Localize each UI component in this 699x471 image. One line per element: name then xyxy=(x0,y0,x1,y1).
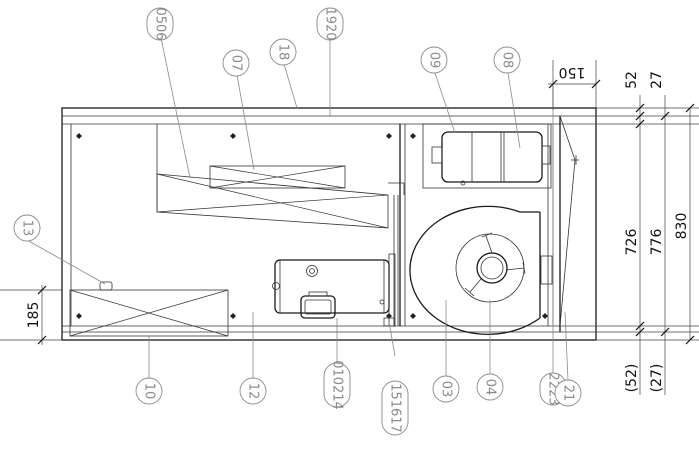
dim-776: 776 xyxy=(649,229,665,256)
svg-text:0506: 0506 xyxy=(153,7,168,40)
balloon-19-20: 1920 xyxy=(316,7,344,41)
balloon-05-06: 0506 xyxy=(146,7,174,41)
balloon-03: 03 xyxy=(432,375,460,403)
svg-text:12: 12 xyxy=(246,383,261,400)
svg-text:21: 21 xyxy=(561,385,576,402)
svg-text:07: 07 xyxy=(229,55,244,72)
svg-text:18: 18 xyxy=(276,44,291,61)
svg-text:10: 10 xyxy=(142,383,157,400)
leader-lines xyxy=(26,37,569,381)
svg-text:08: 08 xyxy=(500,52,515,69)
blower-assembly xyxy=(409,205,553,335)
balloon-18: 18 xyxy=(269,38,297,66)
balloon-04: 04 xyxy=(476,373,504,401)
tank-assembly xyxy=(272,253,396,327)
balloon-12: 12 xyxy=(239,377,267,405)
svg-text:010214: 010214 xyxy=(330,360,345,410)
dim-top-offset: 150 xyxy=(559,64,586,80)
screw-markers xyxy=(76,133,548,319)
balloon-08: 08 xyxy=(493,46,521,74)
svg-text:04: 04 xyxy=(483,379,498,396)
dim-52-ref: (52) xyxy=(624,364,640,393)
outlet-flap xyxy=(547,115,579,327)
balloon-07: 07 xyxy=(222,49,250,77)
dim-27: 27 xyxy=(649,71,665,89)
dim-52: 52 xyxy=(624,71,640,89)
balloon-21: 21 xyxy=(554,379,582,407)
dimension-lines xyxy=(0,60,699,395)
svg-text:03: 03 xyxy=(439,381,454,398)
dimension-ticks xyxy=(37,79,695,345)
electrical-box xyxy=(69,281,229,337)
dim-726: 726 xyxy=(624,229,640,256)
svg-text:1920: 1920 xyxy=(323,7,338,40)
svg-text:13: 13 xyxy=(20,220,35,237)
svg-text:09: 09 xyxy=(427,52,442,69)
balloon-13: 13 xyxy=(13,214,41,242)
balloon-15-16-17: 151617 xyxy=(381,380,409,436)
dim-185: 185 xyxy=(26,302,42,329)
svg-text:151617: 151617 xyxy=(388,383,403,433)
balloon-01-02-14: 010214 xyxy=(323,360,351,410)
balloon-09: 09 xyxy=(420,46,448,74)
coil-assembly xyxy=(156,124,405,326)
balloon-10: 10 xyxy=(135,377,163,405)
dim-830: 830 xyxy=(674,213,690,240)
dim-27-ref: (27) xyxy=(649,364,665,393)
motor-assembly xyxy=(422,123,552,189)
